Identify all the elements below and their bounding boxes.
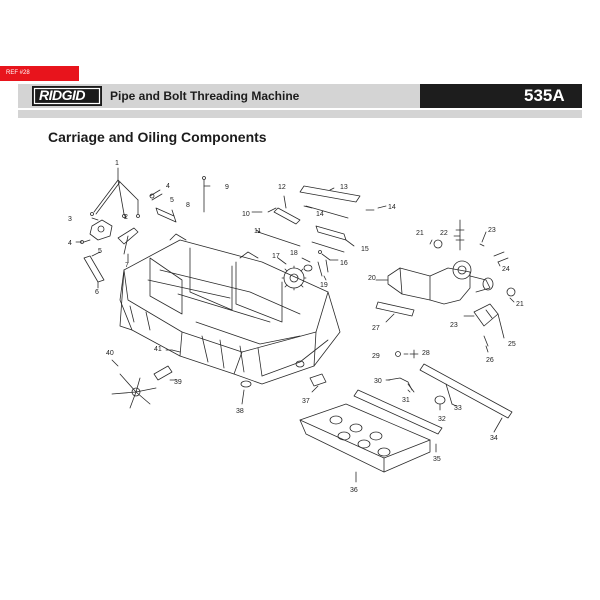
callout-33: 33 [454,405,462,412]
part-gear [281,265,307,291]
part-plate [473,303,499,327]
part-handle [117,227,139,255]
callout-5a: 5 [170,197,174,204]
callout-19: 19 [320,282,328,289]
model-block [420,84,582,108]
carriage-frame [119,233,341,388]
callout-28: 28 [422,350,430,357]
callout-2: 2 [124,214,128,221]
brand-logo-text: RIDGID [39,87,86,103]
callout-32: 32 [438,416,446,423]
part-spring [479,243,485,247]
header-underline [18,110,582,118]
section-title: Carriage and Oiling Components [48,129,267,145]
part-oil-tray [299,403,431,473]
part-screw-24 [493,251,509,263]
callout-35: 35 [433,456,441,463]
part-screw [80,189,163,244]
part-clamp [407,383,446,405]
part-rails [257,207,301,247]
callout-5b: 5 [98,248,102,255]
callout-36: 36 [350,487,358,494]
part-tube [419,363,513,419]
part-rod [83,255,105,283]
part-washer-21 [433,239,516,297]
callout-31: 31 [402,397,410,404]
callout-21a: 21 [416,230,424,237]
callout-40: 40 [106,350,114,357]
callout-8: 8 [186,202,190,209]
part-pin [202,176,206,213]
callout-7: 7 [125,262,129,269]
callout-23a: 23 [488,227,496,234]
callout-18: 18 [290,250,298,257]
part-bracket [89,219,113,241]
part-screw-41 [171,349,181,353]
part-bar-27 [375,301,415,317]
callout-22: 22 [440,230,448,237]
part-fitting [395,349,419,359]
part-rod-8 [155,207,177,223]
part-tube-39 [153,365,173,381]
machine-title: Pipe and Bolt Threading Machine [110,89,300,103]
callout-29: 29 [372,353,380,360]
callout-16: 16 [340,260,348,267]
part-pin-22 [455,219,465,251]
callout-14b: 14 [388,204,396,211]
callout-25: 25 [508,341,516,348]
part-star-handle [111,373,157,409]
callout-3: 3 [68,216,72,223]
callout-6: 6 [95,289,99,296]
callout-4b: 4 [68,240,72,247]
model-number: 535A [524,86,565,105]
callout-15: 15 [361,246,369,253]
callout-39: 39 [174,379,182,386]
callout-13: 13 [340,184,348,191]
callout-4a: 4 [166,183,170,190]
part-screw-26 [483,335,489,347]
callout-21b: 21 [516,301,524,308]
part-long-bar [299,185,361,203]
callout-17: 17 [272,253,280,260]
callout-27: 27 [372,325,380,332]
callout-26: 26 [486,357,494,364]
part-valve [309,373,327,387]
ridgid-logo [32,86,102,106]
callout-34: 34 [490,435,498,442]
part-tube-35 [353,389,443,435]
callout-41: 41 [154,346,162,353]
callout-38: 38 [236,408,244,415]
callout-23b: 23 [450,322,458,329]
callout-12: 12 [278,184,286,191]
callout-20: 20 [368,275,376,282]
callout-14a: 14 [316,211,324,218]
part-rod-33 [445,383,453,405]
callout-24: 24 [502,266,510,273]
part-leg-brace [90,179,140,218]
callout-11: 11 [254,228,261,235]
ref-tag: REF #28 [0,66,79,81]
part-spring-pin [317,259,329,277]
callout-37: 37 [302,398,310,405]
callout-30: 30 [374,378,382,385]
part-die-head [387,260,494,305]
callout-10: 10 [242,211,250,218]
callout-1: 1 [115,160,119,167]
callout-9: 9 [225,184,229,191]
part-washer [303,264,313,272]
